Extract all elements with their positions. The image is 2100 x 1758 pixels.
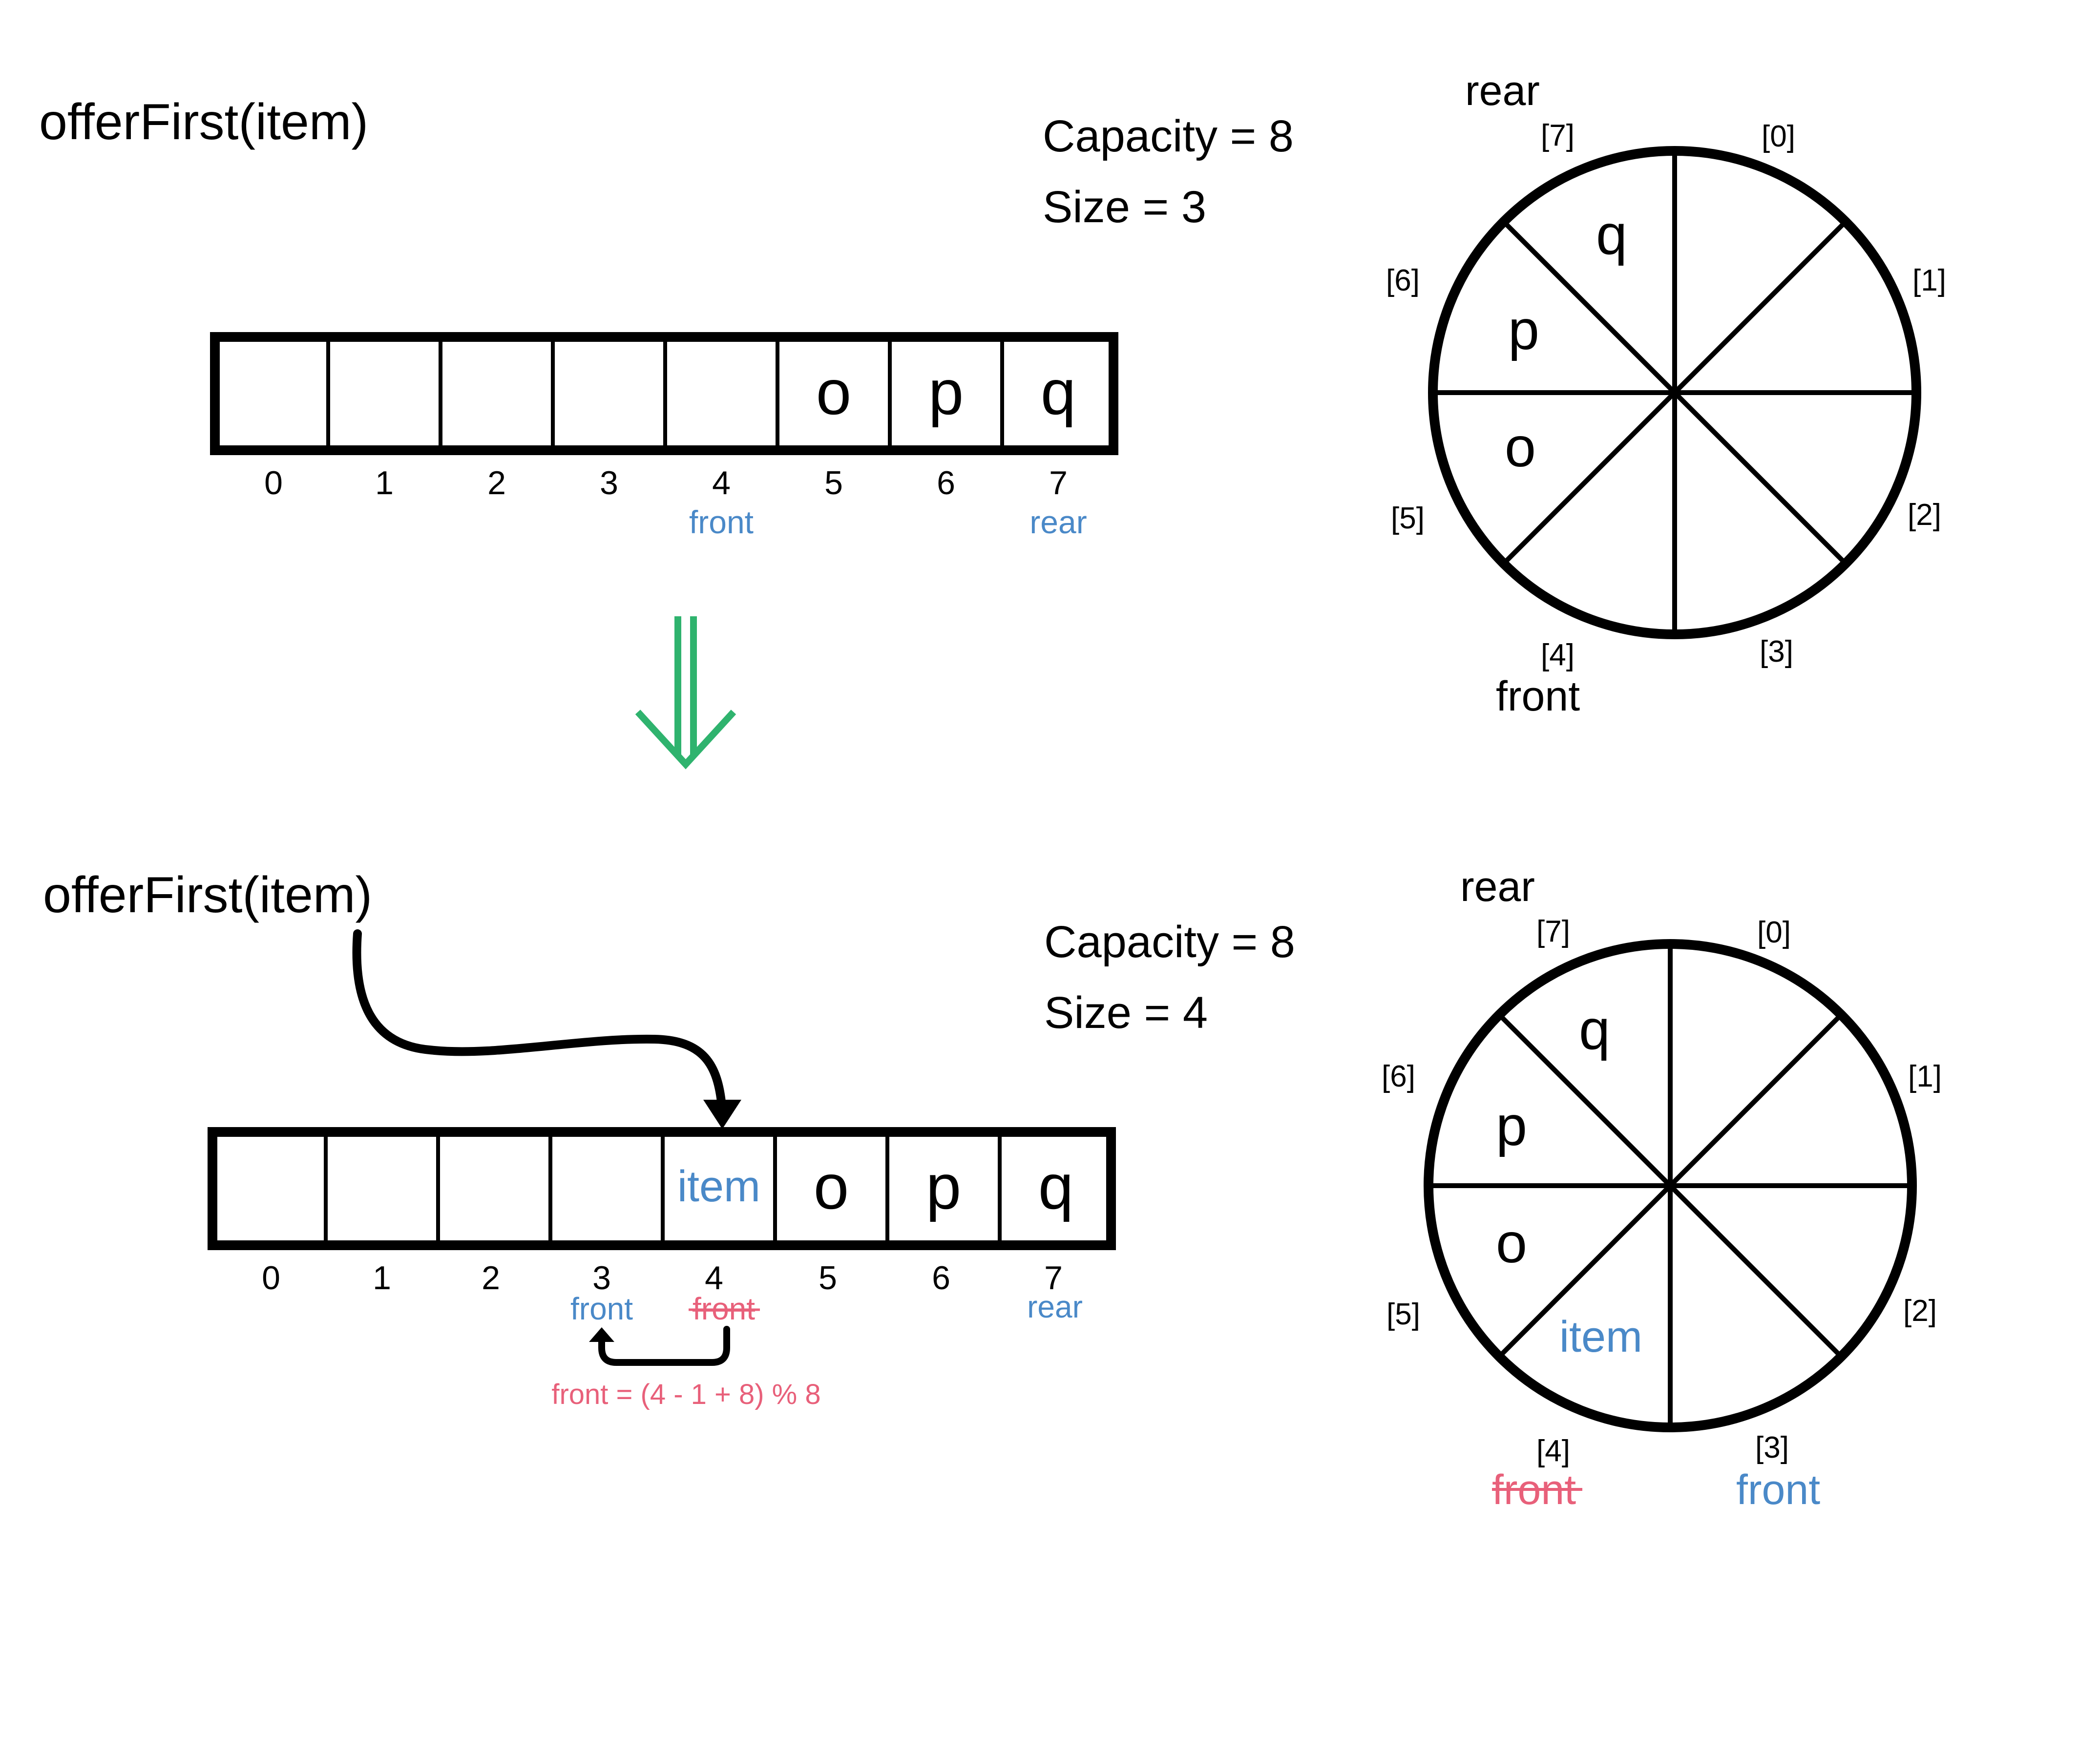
before-cell: p xyxy=(928,356,964,428)
after-slot-item: q xyxy=(1579,999,1610,1061)
before-slot-label: [2] xyxy=(1908,498,1941,532)
before-circle-spoke xyxy=(1502,220,1848,565)
before-circle-ring xyxy=(1428,146,1921,639)
before-index: 5 xyxy=(824,464,843,502)
before-circle-front-label: front xyxy=(1496,673,1580,720)
after-new-front-label: front xyxy=(570,1291,633,1326)
before-title: offerFirst(item) xyxy=(39,94,368,150)
after-slot-item-new: item xyxy=(1559,1313,1642,1361)
after-index: 3 xyxy=(592,1259,611,1297)
before-slot-label: [0] xyxy=(1762,120,1795,153)
after-title: offerFirst(item) xyxy=(43,867,372,923)
before-front-label: front xyxy=(689,504,754,540)
after-slot-label: [6] xyxy=(1382,1060,1415,1093)
after-cell: p xyxy=(926,1151,961,1222)
after-index: 6 xyxy=(932,1259,950,1297)
before-index: 7 xyxy=(1049,464,1068,502)
after-cell: o xyxy=(814,1151,849,1222)
after-circle xyxy=(1424,939,1917,1432)
after-index: 4 xyxy=(705,1259,723,1297)
after-slot-label: [7] xyxy=(1536,915,1570,948)
before-rear-label: rear xyxy=(1029,504,1087,540)
after-slot-item: p xyxy=(1496,1095,1527,1157)
after-array xyxy=(208,1127,1116,1250)
after-index: 7 xyxy=(1044,1259,1063,1297)
front-move-arrowhead-icon xyxy=(589,1327,614,1342)
transition-arrow-icon xyxy=(635,616,736,770)
after-circle-new-front-label: front xyxy=(1736,1466,1820,1513)
after-circle-rear-label: rear xyxy=(1460,863,1535,910)
before-slot-label: [1] xyxy=(1912,264,1946,297)
after-slot-label: [1] xyxy=(1908,1060,1942,1093)
before-index: 1 xyxy=(375,464,394,502)
before-cell: q xyxy=(1041,356,1076,428)
after-slot-label: [2] xyxy=(1903,1294,1937,1328)
before-index: 2 xyxy=(487,464,506,502)
after-slot-label: [4] xyxy=(1536,1434,1570,1468)
before-slot-label: [3] xyxy=(1760,635,1793,669)
before-slot-label: [5] xyxy=(1391,502,1425,535)
after-capacity: Capacity = 8 xyxy=(1044,917,1295,967)
after-slot-label: [5] xyxy=(1386,1298,1420,1331)
insert-pointer-arrow-icon xyxy=(352,929,726,1110)
before-index: 6 xyxy=(937,464,955,502)
after-cell: q xyxy=(1038,1151,1073,1222)
before-slot-item: o xyxy=(1505,416,1536,479)
before-capacity: Capacity = 8 xyxy=(1043,111,1294,161)
after-circle-spoke xyxy=(1497,1013,1843,1359)
after-index: 5 xyxy=(819,1259,837,1297)
before-index: 0 xyxy=(264,464,283,502)
before-slot-label: [7] xyxy=(1541,119,1575,152)
after-rear-label: rear xyxy=(1027,1289,1083,1324)
before-slot-label: [4] xyxy=(1541,638,1575,672)
after-index: 2 xyxy=(482,1259,500,1297)
before-array xyxy=(210,332,1118,455)
after-slot-label: [3] xyxy=(1755,1431,1789,1465)
before-cell: o xyxy=(816,356,851,428)
before-slot-label: [6] xyxy=(1386,264,1420,297)
after-cell-new-item: item xyxy=(677,1162,760,1211)
after-size: Size = 4 xyxy=(1044,988,1208,1038)
front-move-arrow-icon xyxy=(598,1326,730,1366)
before-size: Size = 3 xyxy=(1043,182,1206,232)
insert-arrowhead-icon xyxy=(703,1100,741,1129)
before-slot-item: p xyxy=(1508,299,1539,361)
after-index: 1 xyxy=(373,1259,391,1297)
front-formula: front = (4 - 1 + 8) % 8 xyxy=(551,1379,820,1410)
before-index: 4 xyxy=(712,464,731,502)
before-index: 3 xyxy=(600,464,618,502)
after-circle-ring xyxy=(1424,939,1917,1432)
before-circle-rear-label: rear xyxy=(1465,67,1540,114)
after-slot-item: o xyxy=(1496,1212,1527,1275)
before-circle xyxy=(1428,146,1921,639)
after-index: 0 xyxy=(262,1259,280,1297)
after-slot-label: [0] xyxy=(1757,916,1791,949)
before-slot-item: q xyxy=(1596,204,1627,266)
